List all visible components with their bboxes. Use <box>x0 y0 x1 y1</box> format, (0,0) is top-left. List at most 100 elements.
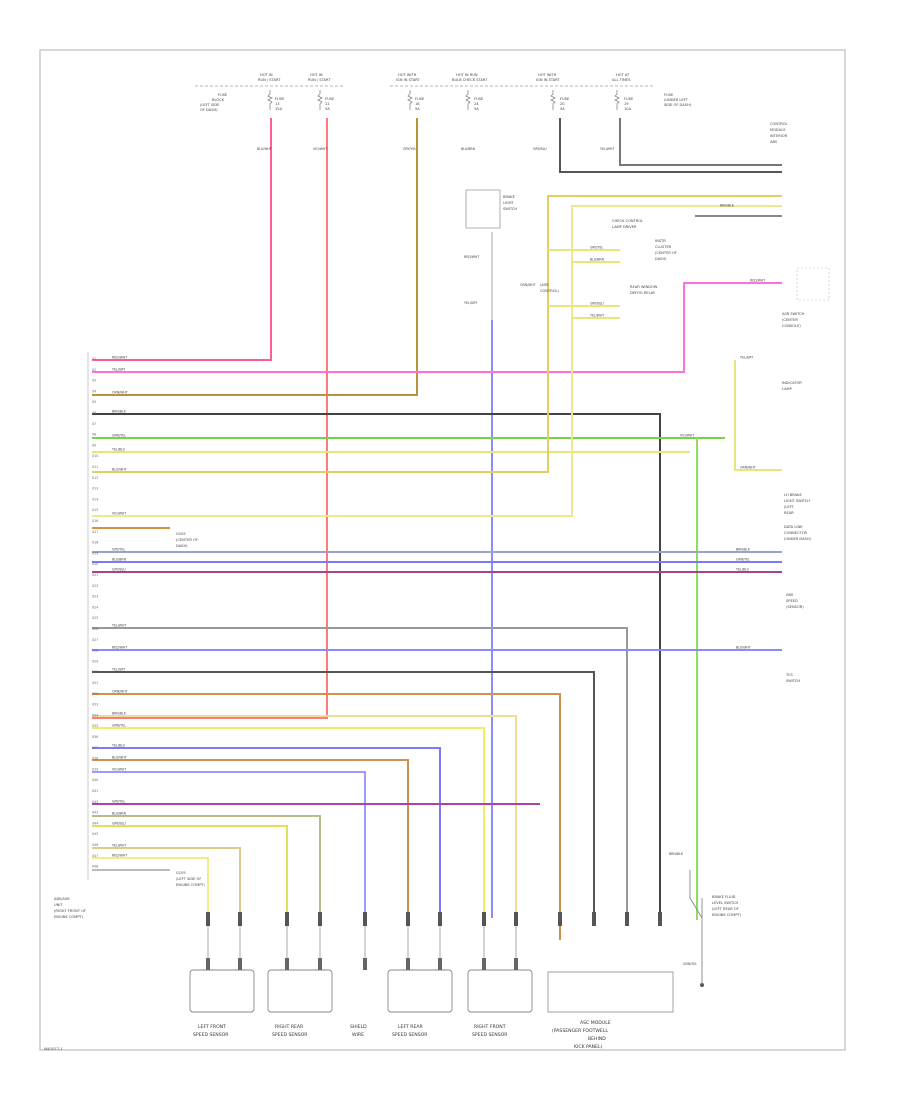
wire-color-label: RED/WHT <box>112 854 127 858</box>
wire-color-label: GRY/YEL <box>112 800 125 804</box>
pin-number: X40 <box>92 778 98 782</box>
sensor-connectors <box>206 912 662 970</box>
connector-pin <box>482 912 486 926</box>
wire-color-label: GRY/YEL <box>403 147 416 151</box>
wire-color-label: YEL/WHT <box>590 314 604 318</box>
tr-label-4: ABS <box>770 140 778 144</box>
pin-number: X42 <box>92 800 98 804</box>
fuse-2-label: FUSE <box>325 97 335 101</box>
wire-color-label: ORN/WHT <box>112 391 128 395</box>
connector-pin <box>206 912 210 926</box>
wire-color-label: GRY/BLU <box>590 302 604 306</box>
footer-code: W41077-1 <box>44 1047 63 1051</box>
wire-color-label: RED/WHT <box>112 356 127 360</box>
fuse-block: HOT IN RUN / START HOT IN RUN / START HO… <box>195 73 692 112</box>
asr-right-1: ASR SWITCH <box>782 312 805 316</box>
pin-number: X34 <box>92 713 98 717</box>
instr-cluster-2: CLUSTER <box>655 245 672 249</box>
wire-color-label: BLU/WHT <box>112 468 127 472</box>
pin-number: X24 <box>92 605 98 609</box>
pin-number: X19 <box>92 551 98 555</box>
top-right-labels: CONTROL MODULE INTERIOR ABS <box>770 122 788 144</box>
wire-color-label: ORN/WHT <box>520 283 536 287</box>
fuse-6-number: 19 <box>624 102 629 106</box>
rear-left-1: LH BRAKE <box>784 493 802 497</box>
wire-color-label: BLU/WHT <box>736 646 751 650</box>
pin-number: X30 <box>92 670 98 674</box>
fuse-4-rating: 5A <box>474 107 479 111</box>
fuse-header-5b: IGN IN START <box>536 78 560 82</box>
pin-number: X20 <box>92 562 98 566</box>
sensor-4-name-1: LEFT REAR <box>398 1024 424 1030</box>
wire-color-label: GRY/YEL <box>590 246 603 250</box>
sensor-pin <box>206 958 210 970</box>
pin-number: X4 <box>92 389 96 393</box>
ground-low-3: ENGINE COMPT) <box>176 883 206 887</box>
connector-pin <box>363 912 367 926</box>
pin-number: X12 <box>92 476 98 480</box>
pin-number: X9 <box>92 443 96 447</box>
pin-number: X14 <box>92 497 98 501</box>
diag-2: CONNECTOR <box>784 531 808 535</box>
asc-name-4: KICK PANEL) <box>574 1044 603 1050</box>
sensor-3-name-1: SHIELD <box>350 1024 367 1030</box>
wire-color-label: YEL/BLU <box>112 744 126 748</box>
ground-mid-2: (CENTER OF <box>176 538 198 542</box>
fuse-header-4b: BULB CHECK START <box>452 78 488 82</box>
sensor-pin <box>514 958 518 970</box>
sensor-2-name-1: RIGHT REAR <box>275 1024 304 1030</box>
brake-switch-1: BRAKE <box>503 195 516 199</box>
wire-color-label: BRN/BLK <box>736 548 751 552</box>
pin-number: X8 <box>92 433 96 437</box>
ground-low-2: (LEFT SIDE OF <box>176 877 201 881</box>
fuse-header-5a: HOT WITH <box>538 73 557 77</box>
ground-mid-3: DASH) <box>176 544 188 548</box>
pin-number: X21 <box>92 573 98 577</box>
sensor-1-name-1: LEFT FRONT <box>198 1024 226 1030</box>
wire-color-label: YEL/BLU <box>736 568 750 572</box>
asr-note-1: (ASR <box>540 283 549 287</box>
interior-note-2: (UNDER LEFT <box>664 98 689 102</box>
diagram-frame <box>39 49 846 1051</box>
pin-number: X15 <box>92 508 98 512</box>
tr-label-1: CONTROL <box>770 122 788 126</box>
wire-color-label: VIO/WHT <box>112 512 126 516</box>
asc-name-3: BEHIND <box>588 1036 606 1042</box>
abs-unit-connector: ABS/ASR UNIT (RIGHT FRONT OF ENGINE COMP… <box>54 352 89 919</box>
sensor-5-name-1: RIGHT FRONT <box>474 1024 506 1030</box>
wire-color-label: BRN/BLK <box>720 204 735 208</box>
wire-color-label: RED/WHT <box>750 279 765 283</box>
speed-right-3: (SENSOR) <box>786 605 804 609</box>
wire-color-label: YEL/BLU <box>112 448 126 452</box>
wire-color-label: GRN/YEL <box>112 724 126 728</box>
fluid-sw-1: BRAKE FLUID <box>712 895 736 899</box>
pin-number: X2 <box>92 368 96 372</box>
fuse-3-rating: 5A <box>415 107 420 111</box>
fuse-block-note-3: (LEFT SIDE <box>200 103 220 107</box>
pin-number: X37 <box>92 746 98 750</box>
connector-pin <box>558 912 562 926</box>
wire-color-label: YEL/WHT <box>112 844 126 848</box>
wire-color-label: GRY/BLU <box>112 822 126 826</box>
sensor-pin <box>482 958 486 970</box>
instr-cluster-1: INSTR <box>655 239 666 243</box>
fuse-header-2a: HOT IN <box>310 73 323 77</box>
wire-color-label: RED/WHT <box>464 255 479 259</box>
pin-number: X10 <box>92 454 98 458</box>
sensor-pin <box>438 958 442 970</box>
instr-cluster-3: (CENTER OF <box>655 251 677 255</box>
pin-number: X16 <box>92 519 98 523</box>
pin-number: X39 <box>92 767 98 771</box>
pin-number: X41 <box>92 789 98 793</box>
fuse-3-label: FUSE <box>415 97 425 101</box>
fuse-3-number: 18 <box>415 102 420 106</box>
sensor-1-name-2: SPEED SENSOR <box>193 1032 229 1038</box>
sensor-pin <box>238 958 242 970</box>
asr-right-2: (CENTER <box>782 318 798 322</box>
wire-color-label: BRN/BLK <box>112 712 127 716</box>
pin-number: X36 <box>92 735 98 739</box>
fuse-symbols <box>267 90 620 110</box>
wire-color-label: BLU/BRN <box>461 147 476 151</box>
ecm-line-4: ENGINE COMPT) <box>54 915 84 919</box>
